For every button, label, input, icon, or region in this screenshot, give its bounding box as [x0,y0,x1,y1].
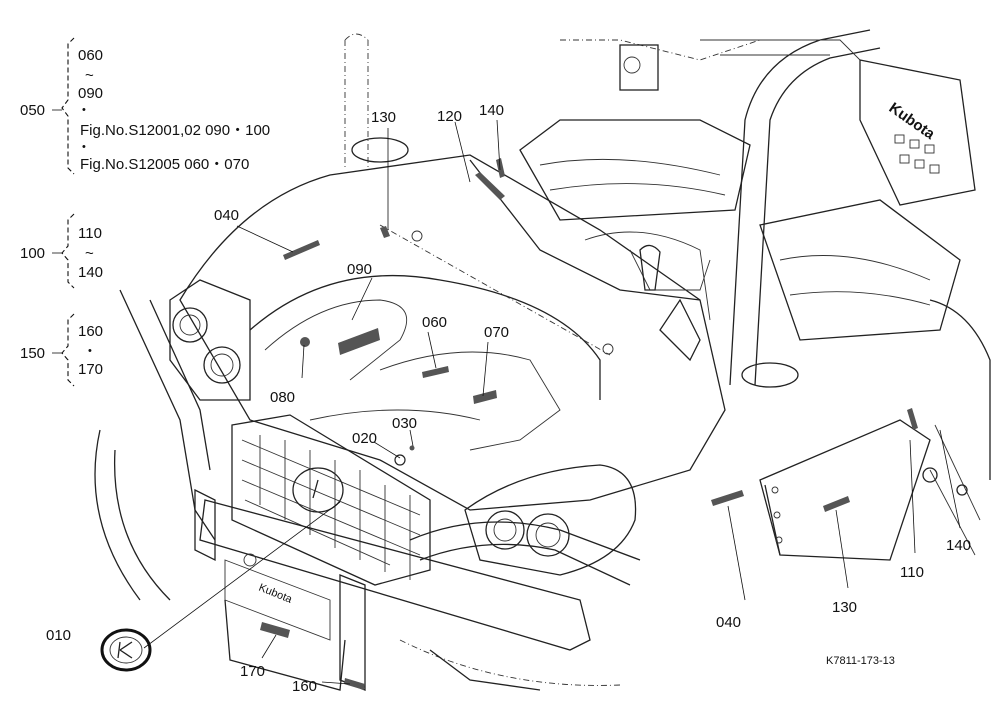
callout-130-side[interactable]: 130 [832,599,857,616]
group-050-note-1: Fig.No.S12001,02 090・100 [80,122,270,139]
leader-lines [143,119,961,685]
group-100-from: 110 [78,225,102,242]
callout-120[interactable]: 120 [437,108,462,125]
callout-090[interactable]: 090 [347,261,372,278]
group-100: 100 110 ~ 140 [20,213,103,289]
headlights-right [464,464,637,576]
callout-030[interactable]: 030 [392,415,417,432]
callout-060[interactable]: 060 [422,314,447,331]
callout-040-hood[interactable]: 040 [214,207,239,224]
callout-140-side[interactable]: 140 [946,537,971,554]
group-050-dot-1: • [82,104,86,116]
group-050-from: 060 [78,47,103,64]
group-150-dot: • [88,345,92,357]
group-150: 150 160 • 170 [20,313,103,387]
callout-020[interactable]: 020 [352,430,377,447]
emblem-part [100,628,152,672]
callout-100[interactable]: 100 [20,245,45,262]
hood-body [179,154,726,511]
brand-logo-text: Kubota [886,99,939,143]
bumper-brand-text: Kubota [257,582,295,607]
group-100-to: 140 [78,264,103,281]
rops-frame [344,29,881,388]
headlights-left [169,279,251,401]
gear-shifter [639,244,701,362]
group-150-to: 170 [78,361,103,378]
wheels [94,299,991,691]
callout-170[interactable]: 170 [240,663,265,680]
callout-150[interactable]: 150 [20,345,45,362]
callout-010[interactable]: 010 [46,627,71,644]
vehicle-drawing: Kubota [94,29,991,691]
callout-040-side[interactable]: 040 [716,614,741,631]
callout-070[interactable]: 070 [484,324,509,341]
front-bumper: Kubota [119,289,641,691]
group-050: 050 060 ~ 090 • Fig.No.S12001,02 090・100… [20,37,270,175]
callout-050[interactable]: 050 [20,102,45,119]
callout-110[interactable]: 110 [900,564,924,581]
decals [260,158,918,690]
group-050-dot-2: • [82,141,86,153]
front-grille [231,414,431,586]
group-150-from: 160 [78,323,103,340]
side-panel-right [759,419,981,561]
callout-080[interactable]: 080 [270,389,295,406]
group-050-tilde: ~ [85,67,94,84]
seat-back-vents [894,134,940,174]
drawing-code: K7811-173-13 [826,655,895,667]
callout-140-dash[interactable]: 140 [479,102,504,119]
callout-130-hood[interactable]: 130 [371,109,396,126]
group-050-to: 090 [78,85,103,102]
group-050-note-2: Fig.No.S12005 060・070 [80,156,249,173]
callouts: 010 020 030 040 040 060 070 080 090 110 … [46,102,971,695]
callout-160[interactable]: 160 [292,678,317,695]
group-100-tilde: ~ [85,245,94,262]
seats: Kubota [519,39,976,341]
